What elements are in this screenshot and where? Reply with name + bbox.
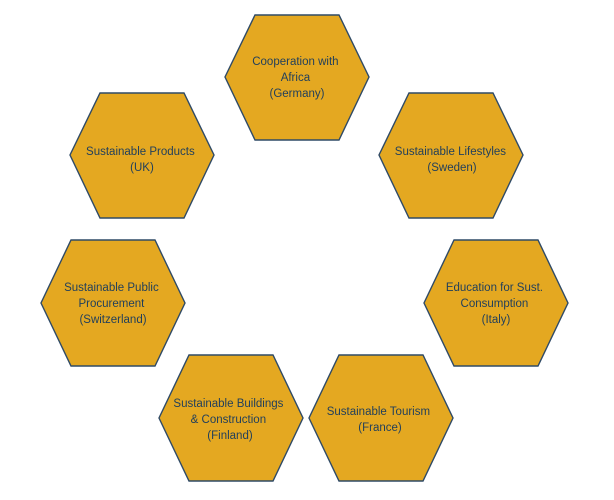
hexagon-label-line: (Italy) [482, 314, 511, 326]
hexagon-label: Education for Sust. Consumption (Italy) [446, 282, 546, 326]
hexagon-label-line: Africa [281, 72, 311, 84]
hexagon-label-line: Procurement [78, 298, 145, 310]
hexagon-label: Sustainable Lifestyles (Sweden) [395, 146, 509, 174]
hexagon-label-line: (Germany) [270, 88, 325, 100]
hexagon-label-line: Sustainable Lifestyles [395, 146, 506, 158]
hexagon-sustainable-buildings-construction: Sustainable Buildings & Construction (Fi… [158, 354, 304, 482]
hexagon-label: Sustainable Products (UK) [86, 146, 198, 174]
hexagon-label-line: Sustainable Buildings [173, 398, 283, 410]
hexagon-sustainable-products: Sustainable Products (UK) [69, 92, 215, 219]
hexagon-shape [378, 92, 524, 219]
hexagon-label-line: Cooperation with [252, 56, 338, 68]
hexagon-shape [308, 354, 454, 482]
hexagon-label-line: (UK) [130, 162, 154, 174]
hexagon-shape [423, 239, 569, 367]
hexagon-cooperation-with-africa: Cooperation with Africa (Germany) [224, 14, 370, 141]
hexagon-label: Sustainable Public Procurement (Switzerl… [64, 282, 162, 326]
hexagon-education-for-sustainable-consumption: Education for Sust. Consumption (Italy) [423, 239, 569, 367]
hexagon-shape [40, 239, 186, 367]
hexagon-label: Cooperation with Africa (Germany) [252, 56, 342, 100]
hexagon-label-line: (France) [358, 422, 402, 434]
hexagon-sustainable-lifestyles: Sustainable Lifestyles (Sweden) [378, 92, 524, 219]
hexagon-label-line: Education for Sust. [446, 282, 543, 294]
hexagon-shape [69, 92, 215, 219]
hexagon-shape [224, 14, 370, 141]
hexagon-label-line: (Finland) [207, 430, 253, 442]
hexagon-shape [158, 354, 304, 482]
hexagon-label: Sustainable Tourism (France) [327, 406, 434, 434]
hexagon-label-line: & Construction [191, 414, 266, 426]
hexagon-label-line: Sustainable Public [64, 282, 159, 294]
hexagon-label: Sustainable Buildings & Construction (Fi… [173, 398, 286, 442]
hexagon-sustainable-public-procurement: Sustainable Public Procurement (Switzerl… [40, 239, 186, 367]
hexagon-label-line: (Sweden) [427, 162, 476, 174]
hexagon-label-line: (Switzerland) [79, 314, 146, 326]
hexagon-label-line: Consumption [461, 298, 529, 310]
hexagon-label-line: Sustainable Products [86, 146, 195, 158]
hexagon-sustainable-tourism: Sustainable Tourism (France) [308, 354, 454, 482]
hexagon-label-line: Sustainable Tourism [327, 406, 430, 418]
